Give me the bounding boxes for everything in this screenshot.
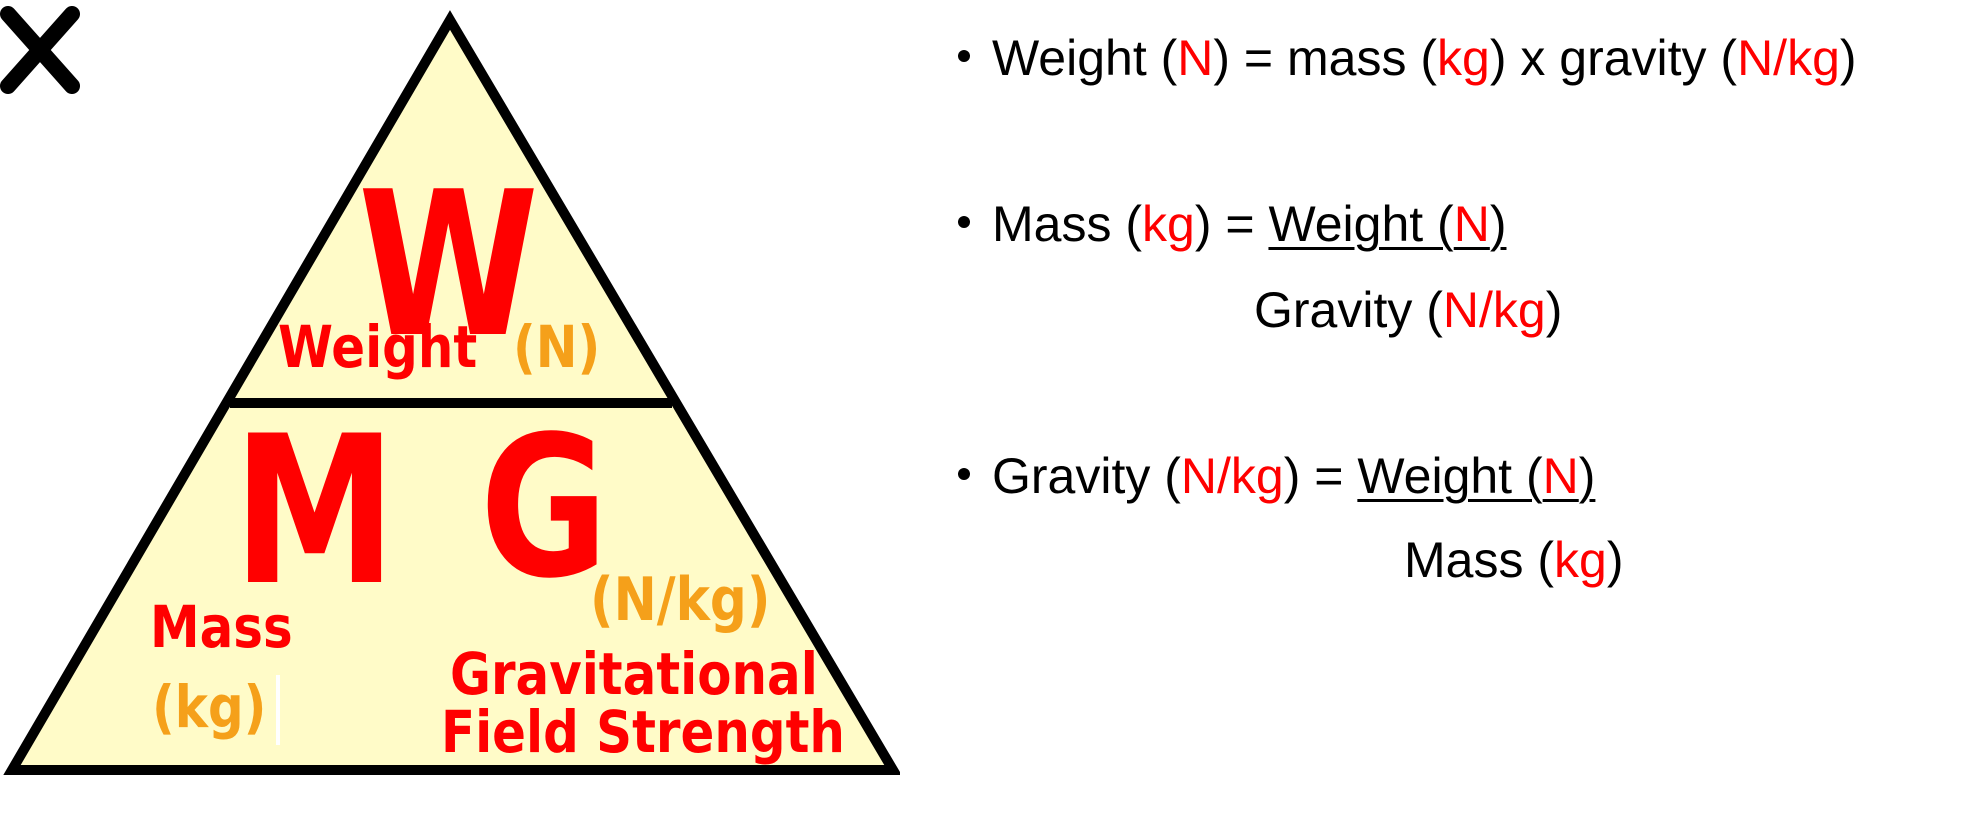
formula-unit: N/kg xyxy=(1737,30,1840,86)
weight-label: Weight xyxy=(278,313,478,381)
formula-unit: N xyxy=(1542,448,1579,504)
mass-formula-numerator: Weight (N) xyxy=(1268,196,1506,252)
formula-text: ) xyxy=(1578,448,1596,504)
mass-formula: Mass (kg) = Weight (N) xyxy=(992,199,1506,249)
formula-text: Gravity ( xyxy=(992,448,1181,504)
weight-formula: Weight (N) = mass (kg) x gravity (N/kg) xyxy=(992,33,1857,83)
formula-unit: kg xyxy=(1437,30,1490,86)
bullet-icon xyxy=(958,50,970,62)
gravity-label-line1: Gravitational xyxy=(450,640,818,708)
formula-text: Mass ( xyxy=(992,196,1142,252)
formula-text: Weight ( xyxy=(992,30,1178,86)
text-cursor xyxy=(276,675,280,745)
formula-unit: N xyxy=(1177,30,1214,86)
formula-text: ) = xyxy=(1283,448,1358,504)
formula-text: Weight ( xyxy=(1268,196,1454,252)
gravity-formula-denominator: Mass (kg) xyxy=(1404,535,1623,585)
bullet-icon xyxy=(958,468,970,480)
triangle-shape xyxy=(3,10,900,775)
formula-triangle: W Weight (N) M G (N/kg) Mass (kg) Gravit… xyxy=(0,0,900,813)
formula-text: ) = mass ( xyxy=(1213,30,1438,86)
gravity-formula-numerator: Weight (N) xyxy=(1357,448,1595,504)
mass-label: Mass xyxy=(150,593,293,661)
formula-text: ) xyxy=(1545,282,1563,338)
formula-text: Weight ( xyxy=(1357,448,1543,504)
formula-text: ) xyxy=(1606,532,1624,588)
formula-text: Mass ( xyxy=(1404,532,1554,588)
formula-text: ) xyxy=(1839,30,1857,86)
gravity-unit: (N/kg) xyxy=(590,565,771,635)
multiply-icon xyxy=(0,6,80,94)
formula-unit: kg xyxy=(1554,532,1607,588)
gravity-label-line2: Field Strength xyxy=(441,698,845,766)
formula-unit: N/kg xyxy=(1180,448,1284,504)
formula-unit: N xyxy=(1453,196,1490,252)
gravity-letter: G xyxy=(480,394,608,621)
mass-letter: M xyxy=(233,393,396,631)
bullet-icon xyxy=(958,216,970,228)
mass-formula-denominator: Gravity (N/kg) xyxy=(1254,285,1562,335)
weight-unit: (N) xyxy=(513,313,601,381)
formula-text: ) = xyxy=(1194,196,1269,252)
formula-unit: kg xyxy=(1142,196,1195,252)
mass-unit: (kg) xyxy=(152,673,267,741)
formula-list: Weight (N) = mass (kg) x gravity (N/kg) … xyxy=(950,0,1950,813)
triangle-outline xyxy=(3,10,900,775)
formula-text: Gravity ( xyxy=(1254,282,1443,338)
formula-unit: N/kg xyxy=(1442,282,1546,338)
weight-letter: W xyxy=(358,149,539,382)
gravity-formula: Gravity (N/kg) = Weight (N) xyxy=(992,451,1595,501)
formula-text: ) x gravity ( xyxy=(1489,30,1738,86)
formula-text: ) xyxy=(1489,196,1507,252)
